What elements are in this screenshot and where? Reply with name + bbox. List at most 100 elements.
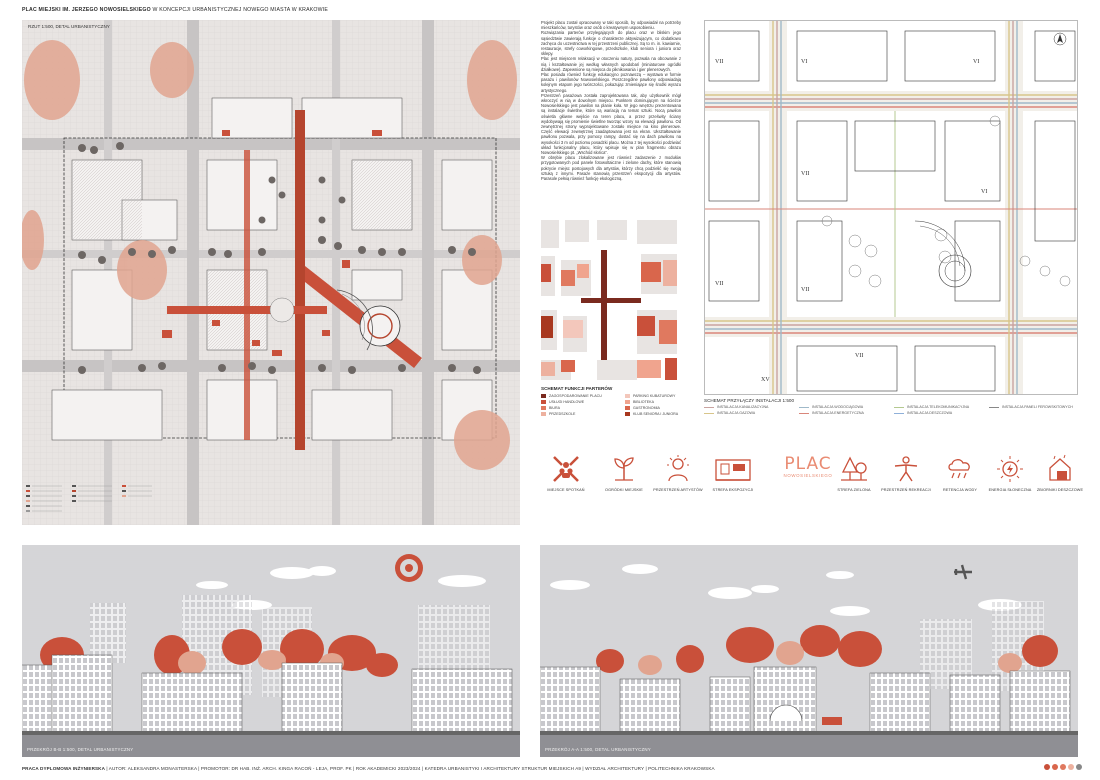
block-label: VII <box>801 287 810 293</box>
poster-title-bold: PLAC MIEJSKI IM. JERZEGO NOWOSIELSKIEGO <box>22 7 151 13</box>
icons-row: MIEJSCE SPOTKAŃ OGRÓDKI MIEJSKIE PRZESTR… <box>536 448 1084 518</box>
artist-icon <box>667 455 689 482</box>
block-label: VII <box>715 281 724 287</box>
legend-label: GASTRONOMIA <box>633 406 660 410</box>
function-legend-title: SCHEMAT FUNKCJI PARTERÓW <box>541 386 613 391</box>
installation-legend-item: INSTALACJA PANELI FEROWSKITOWYCH <box>989 405 1084 409</box>
recreation-icon <box>894 456 918 482</box>
legend-line <box>799 406 809 408</box>
dot <box>1060 764 1066 770</box>
block-label: VI <box>981 189 988 195</box>
installation-legend-item: INSTALACJA DESZCZOWA <box>894 411 989 415</box>
function-legend: SCHEMAT FUNKCJI PARTERÓW ZAGOSPODAROWANI… <box>541 386 701 416</box>
icon-label: ENERGIA SŁONECZNA <box>988 488 1032 492</box>
icon-label: STREFA ZIELONA <box>837 488 871 492</box>
block-label: VII <box>801 171 810 177</box>
legend-swatch <box>541 406 546 410</box>
function-schematic <box>541 220 681 380</box>
legend-line <box>799 412 809 414</box>
section-a-a-caption: PRZEKRÓJ A-A 1:500, DETAL URBANISTYCZNY <box>545 747 651 752</box>
legend-label: INSTALACJA DESZCZOWA <box>907 411 953 415</box>
icon-cell-garden: OGRÓDKI MIEJSKIE <box>594 454 654 492</box>
block-label: XV <box>761 377 770 383</box>
legend-label: INSTALACJA GAZOWA <box>717 411 756 415</box>
legend-label: KLUB SENIORA I JUNIORA <box>633 412 679 416</box>
legend-line <box>704 412 714 414</box>
legend-line <box>894 412 904 414</box>
function-legend-item: PRZEDSZKOLE <box>541 412 625 416</box>
icon-cell-retention: RETENCJA WODY <box>930 454 990 492</box>
installations-title: SCHEMAT PRZYŁĄCZY INSTALACJI 1:500 <box>704 398 795 403</box>
function-legend-item: USŁUGI HANDLOWE <box>541 400 625 404</box>
footer-credits: PRACA DYPLOMOWA INŻYNIERSKA | AUTOR: ALE… <box>22 766 715 771</box>
legend-line <box>989 406 999 408</box>
icon-label: ZBIORNIKI DESZCZOWE <box>1036 488 1084 492</box>
trees-icon <box>841 456 867 481</box>
rain-tank-icon <box>1049 454 1071 481</box>
legend-label: BIURA <box>549 406 560 410</box>
icon-label: RETENCJA WODY <box>943 488 977 492</box>
icon-cell-recreation: PRZESTRZEŃ REKREACJI <box>876 454 936 492</box>
poster-title: PLAC MIEJSKI IM. JERZEGO NOWOSIELSKIEGO … <box>22 7 328 13</box>
description-paragraph: Plac posiada również funkcję edukacyjno … <box>541 72 681 93</box>
legend-swatch <box>625 394 630 398</box>
poster-title-rest: W KONCEPCJI URBANISTYCZNEJ NOWEGO MIASTA… <box>152 7 329 13</box>
function-legend-item: PARKING KUBATUROWY <box>625 394 695 398</box>
dot <box>1044 764 1050 770</box>
icon-label: STREFA EKSPOZYCJI <box>712 488 754 492</box>
plac-logo: PLAC NOWOSIELSKIEGO <box>773 454 843 478</box>
section-a-a: PRZEKRÓJ A-A 1:500, DETAL URBANISTYCZNY <box>540 545 1078 757</box>
description-paragraph: Plac jest miejscem relaksacji w otoczeni… <box>541 56 681 72</box>
installation-legend-item: INSTALACJA KANALIZACYJNA <box>704 405 799 409</box>
installations-legend: INSTALACJA KANALIZACYJNA INSTALACJA WODOC… <box>704 405 1084 415</box>
legend-swatch <box>541 394 546 398</box>
function-legend-item: BIURA <box>541 406 625 410</box>
legend-line <box>894 406 904 408</box>
icon-label: OGRÓDKI MIEJSKIE <box>605 488 643 492</box>
function-legend-item: GASTRONOMIA <box>625 406 695 410</box>
block-label: VII <box>855 353 864 359</box>
sun-energy-icon <box>997 456 1023 482</box>
legend-label: PRZEDSZKOLE <box>549 412 576 416</box>
legend-label: INSTALACJA TELEKOMUNIKACYJNA <box>907 405 970 409</box>
legend-label: USŁUGI HANDLOWE <box>549 400 585 404</box>
icon-cell-rain-tank: ZBIORNIKI DESZCZOWE <box>1030 454 1090 492</box>
legend-label: BIBLIOTEKA <box>633 400 654 404</box>
icon-label: PRZESTRZEŃ ARTYSTÓW <box>653 488 703 492</box>
legend-swatch <box>541 400 546 404</box>
icon-label: MIEJSCE SPOTKAŃ <box>547 488 585 492</box>
page-dots <box>1044 764 1082 770</box>
legend-label: ZAGOSPODAROWANIE PLACU <box>549 394 602 398</box>
description-paragraph: Projekt placu został opracowany w taki s… <box>541 20 681 31</box>
function-legend-item: KLUB SENIORA I JUNIORA <box>625 412 695 416</box>
legend-label: INSTALACJA PANELI FEROWSKITOWYCH <box>1002 405 1073 409</box>
description-paragraph: Przestrzeń pasażowa została zaprojektowa… <box>541 92 681 156</box>
icon-cell-solar: ENERGIA SŁONECZNA <box>980 454 1040 492</box>
installation-legend-item: INSTALACJA TELEKOMUNIKACYJNA <box>894 405 989 409</box>
masterplan-drawing <box>22 20 520 525</box>
icon-label: PRZESTRZEŃ REKREACJI <box>881 488 931 492</box>
footer-bold: PRACA DYPLOMOWA INŻYNIERSKA <box>22 766 106 771</box>
dot <box>1076 764 1082 770</box>
icon-cell-green: STREFA ZIELONA <box>824 454 884 492</box>
legend-label: INSTALACJA WODOCIĄGOWA <box>812 405 864 409</box>
legend-label: PARKING KUBATUROWY <box>633 394 676 398</box>
section-b-b-caption: PRZEKRÓJ B-B 1:500, DETAL URBANISTYCZNY <box>27 747 134 752</box>
block-label: VI <box>973 59 980 65</box>
legend-swatch <box>625 400 630 404</box>
dot <box>1068 764 1074 770</box>
legend-label: INSTALACJA ENERGETYCZNA <box>812 411 864 415</box>
description-paragraph: Rozwiązania parterów przylegających do p… <box>541 30 681 57</box>
block-label: VII <box>715 59 724 65</box>
description-text: Projekt placu został opracowany w taki s… <box>541 20 681 181</box>
installation-legend-item: INSTALACJA ENERGETYCZNA <box>799 411 894 415</box>
section-b-b: PRZEKRÓJ B-B 1:500, DETAL URBANISTYCZNY <box>22 545 520 757</box>
icon-cell-exhibition: STREFA EKSPOZYCJI <box>703 454 763 492</box>
plac-logo-sub: NOWOSIELSKIEGO <box>783 473 833 478</box>
exhibition-icon <box>715 459 751 481</box>
legend-swatch <box>541 412 546 416</box>
installation-legend-item: INSTALACJA WODOCIĄGOWA <box>799 405 894 409</box>
function-legend-grid: ZAGOSPODAROWANIE PLACU PARKING KUBATUROWY… <box>541 394 701 416</box>
sprout-icon <box>614 457 634 481</box>
